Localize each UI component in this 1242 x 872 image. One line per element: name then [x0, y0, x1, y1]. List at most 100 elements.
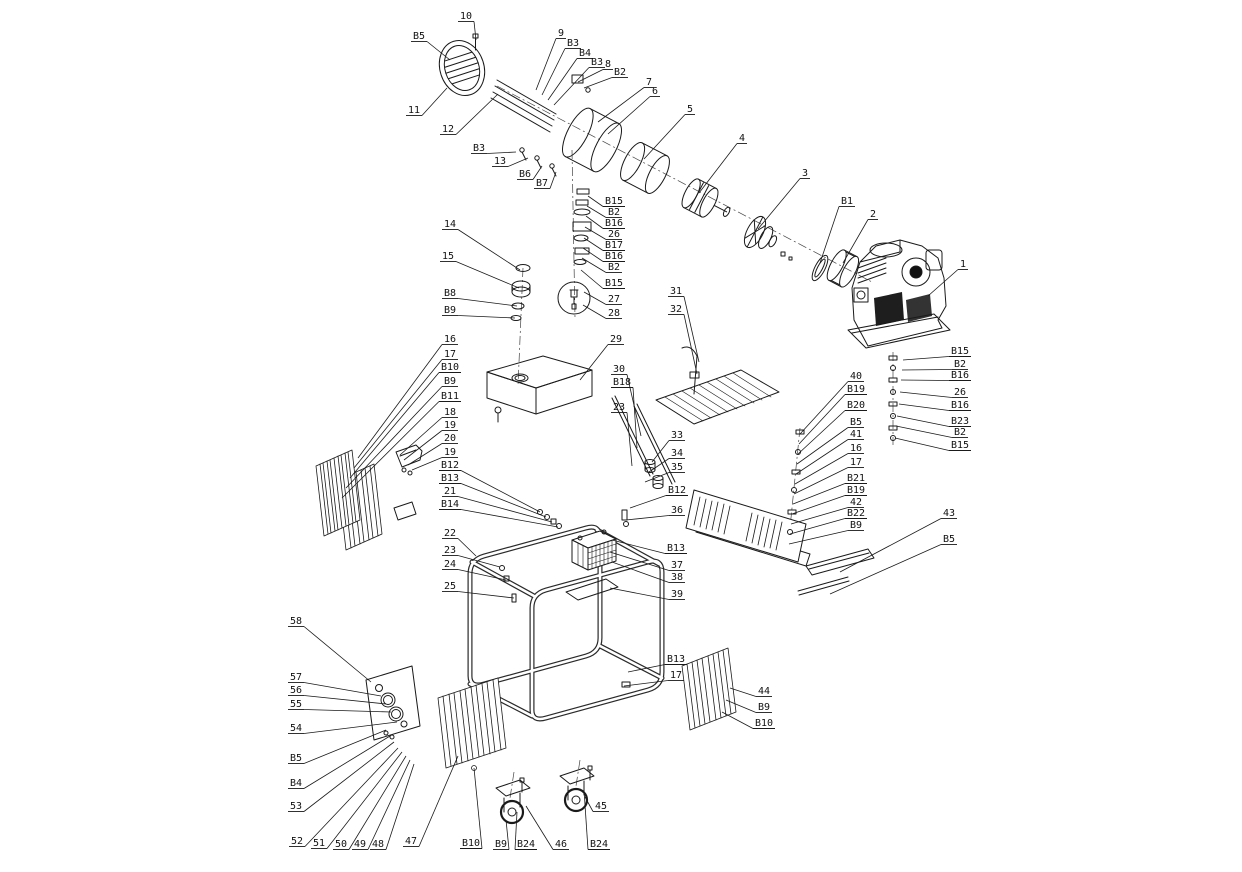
leader-line [584, 796, 594, 812]
leader-line [326, 751, 403, 849]
leader-line [525, 805, 554, 850]
part-label: 23 [613, 402, 625, 413]
leader-line [303, 709, 392, 713]
part-label: B19 [847, 485, 865, 496]
part-label: B24 [517, 839, 535, 850]
part-label: 46 [555, 839, 567, 850]
leader-line [303, 626, 372, 683]
leader-line [583, 291, 607, 305]
leader-line [473, 767, 483, 849]
leader-line [579, 344, 609, 381]
leader-line [651, 440, 670, 463]
leader-line [457, 569, 507, 581]
blower-housing [562, 107, 622, 173]
leader-line [896, 415, 950, 427]
leader-line [457, 555, 501, 568]
part-label: B3 [473, 143, 485, 154]
leader-line [541, 48, 566, 96]
leader-line [486, 151, 517, 154]
leader-line [426, 41, 451, 61]
leader-line [457, 538, 477, 557]
leader-line [790, 507, 849, 525]
part-label: B18 [613, 377, 631, 388]
leader-line [473, 21, 477, 41]
leader-line [899, 391, 953, 398]
leader-line [457, 229, 521, 271]
leader-line [895, 425, 953, 438]
part-label: B12 [441, 460, 459, 471]
part-label: B2 [608, 262, 620, 273]
part-label: 32 [670, 304, 682, 315]
leader-line [303, 729, 387, 764]
leader-line [793, 467, 849, 495]
leader-line [799, 381, 849, 435]
leader-line [514, 811, 518, 850]
leader-line [303, 735, 391, 789]
bearing-ring [811, 254, 829, 282]
leader-line [304, 747, 399, 847]
part-label: 13 [494, 156, 506, 167]
part-label: B3 [591, 57, 603, 68]
leader-line [902, 356, 950, 361]
leader-line [698, 143, 738, 194]
battery-box [571, 529, 617, 571]
part-label: B10 [441, 362, 459, 373]
intake-grille [438, 40, 486, 96]
mounting-bracket [393, 444, 423, 521]
caster-left [495, 779, 531, 825]
leader-line [403, 430, 443, 461]
leader-line [788, 530, 849, 545]
rubber-mounts [644, 459, 664, 489]
part-label: 21 [444, 486, 456, 497]
leader-line [303, 682, 382, 697]
leader-line [457, 591, 515, 599]
part-label: B1 [841, 196, 853, 207]
key-parts [780, 251, 793, 261]
part-label: B2 [614, 67, 626, 78]
leader-line [611, 539, 666, 554]
part-label: 27 [608, 294, 620, 305]
part-label: 12 [442, 124, 454, 135]
leader-line [623, 680, 669, 687]
leader-line [583, 789, 589, 850]
part-label: B13 [441, 473, 459, 484]
part-label: 39 [671, 589, 683, 600]
leader-line [457, 315, 516, 319]
part-label: 9 [558, 28, 564, 39]
part-label: 54 [290, 723, 302, 734]
flywheel-fan [743, 215, 778, 249]
cylinder-shell [620, 142, 670, 194]
part-label: 15 [442, 251, 454, 262]
part-label: B2 [954, 359, 966, 370]
part-label: 56 [290, 685, 302, 696]
leader-line [345, 386, 443, 489]
leader-line [644, 472, 670, 483]
leader-line [683, 314, 698, 375]
leader-line [900, 379, 950, 381]
part-label: B16 [605, 218, 623, 229]
leader-line [460, 470, 541, 513]
muffler-hardware-stack [572, 188, 592, 265]
part-label: B4 [579, 48, 591, 59]
leader-line [547, 58, 578, 101]
part-label: B5 [290, 753, 302, 764]
part-label: 57 [290, 672, 302, 683]
rotor [681, 178, 731, 218]
part-label: 16 [850, 443, 862, 454]
leader-line [341, 401, 440, 499]
part-label: 29 [610, 334, 622, 345]
part-label: 6 [652, 86, 658, 97]
part-label: 25 [444, 581, 456, 592]
leader-line [829, 544, 942, 595]
part-label: 50 [335, 839, 347, 850]
part-label: B5 [413, 31, 425, 42]
part-label: 11 [408, 105, 420, 116]
part-label: B16 [951, 400, 969, 411]
front-louver-grille [437, 677, 507, 771]
engine-assembly [847, 239, 951, 349]
part-label: B4 [290, 778, 302, 789]
support-rods [611, 395, 676, 485]
part-label: 1 [960, 259, 966, 270]
